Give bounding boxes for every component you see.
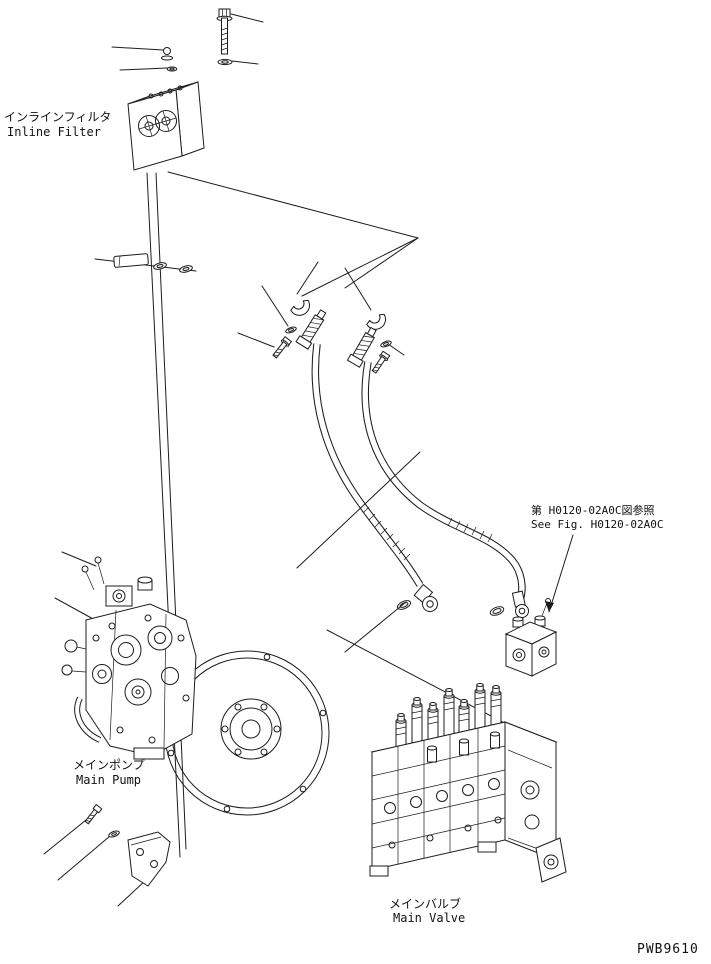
washer [285, 326, 297, 334]
hose-1 [311, 343, 424, 587]
label-main-valve-jp: メインバルブ [389, 896, 461, 911]
label-main-pump-en: Main Pump [76, 773, 141, 787]
hose-clamp [366, 313, 386, 330]
label-inline-filter-jp: インラインフィルタ [4, 110, 111, 124]
filter-bolt-washer [217, 58, 233, 66]
washer [380, 340, 392, 348]
bracket-assembly [84, 803, 171, 887]
bracket-plate [127, 831, 171, 887]
valve-front-detail [371, 728, 506, 864]
hose-fitting [346, 326, 377, 368]
hose-assembly [272, 299, 529, 618]
drawing-number: PWB9610 [637, 942, 699, 957]
valve-top-caps [427, 731, 500, 763]
label-see-fig-en: See Fig. H0120-02A0C [531, 518, 663, 531]
pump-body [61, 556, 197, 760]
filter-port [155, 110, 177, 132]
hose-clamp [290, 299, 310, 316]
inline-filter-assembly [127, 8, 233, 171]
inline-filter-body [127, 81, 205, 171]
hose-fitting [295, 309, 327, 350]
bolt [371, 350, 391, 374]
label-main-pump-jp: メインポンプ [73, 758, 145, 772]
see-fig-arrow [545, 534, 574, 613]
arrowhead [545, 601, 554, 612]
check-valve-drawing [504, 598, 558, 677]
hose-2 [361, 361, 526, 602]
hose-elbow [511, 590, 529, 618]
valve-spools [395, 683, 502, 756]
o-ring [489, 606, 505, 616]
filter-plug [161, 47, 178, 72]
hose-elbow [413, 583, 438, 612]
spacer-and-washers [113, 253, 193, 273]
labels: インラインフィルタ Inline Filter メインポンプ Main Pump… [4, 110, 699, 957]
main-valve-drawing [369, 683, 567, 883]
bolt [272, 336, 293, 359]
label-inline-filter-en: Inline Filter [7, 125, 101, 139]
label-see-fig-jp: 第 H0120-02A0C図参照 [531, 503, 654, 517]
washer [108, 830, 120, 838]
label-main-valve-en: Main Valve [393, 911, 465, 925]
main-pump-drawing [61, 556, 330, 816]
o-ring [396, 600, 412, 610]
filter-bolt [216, 8, 233, 55]
bolt [84, 803, 103, 825]
